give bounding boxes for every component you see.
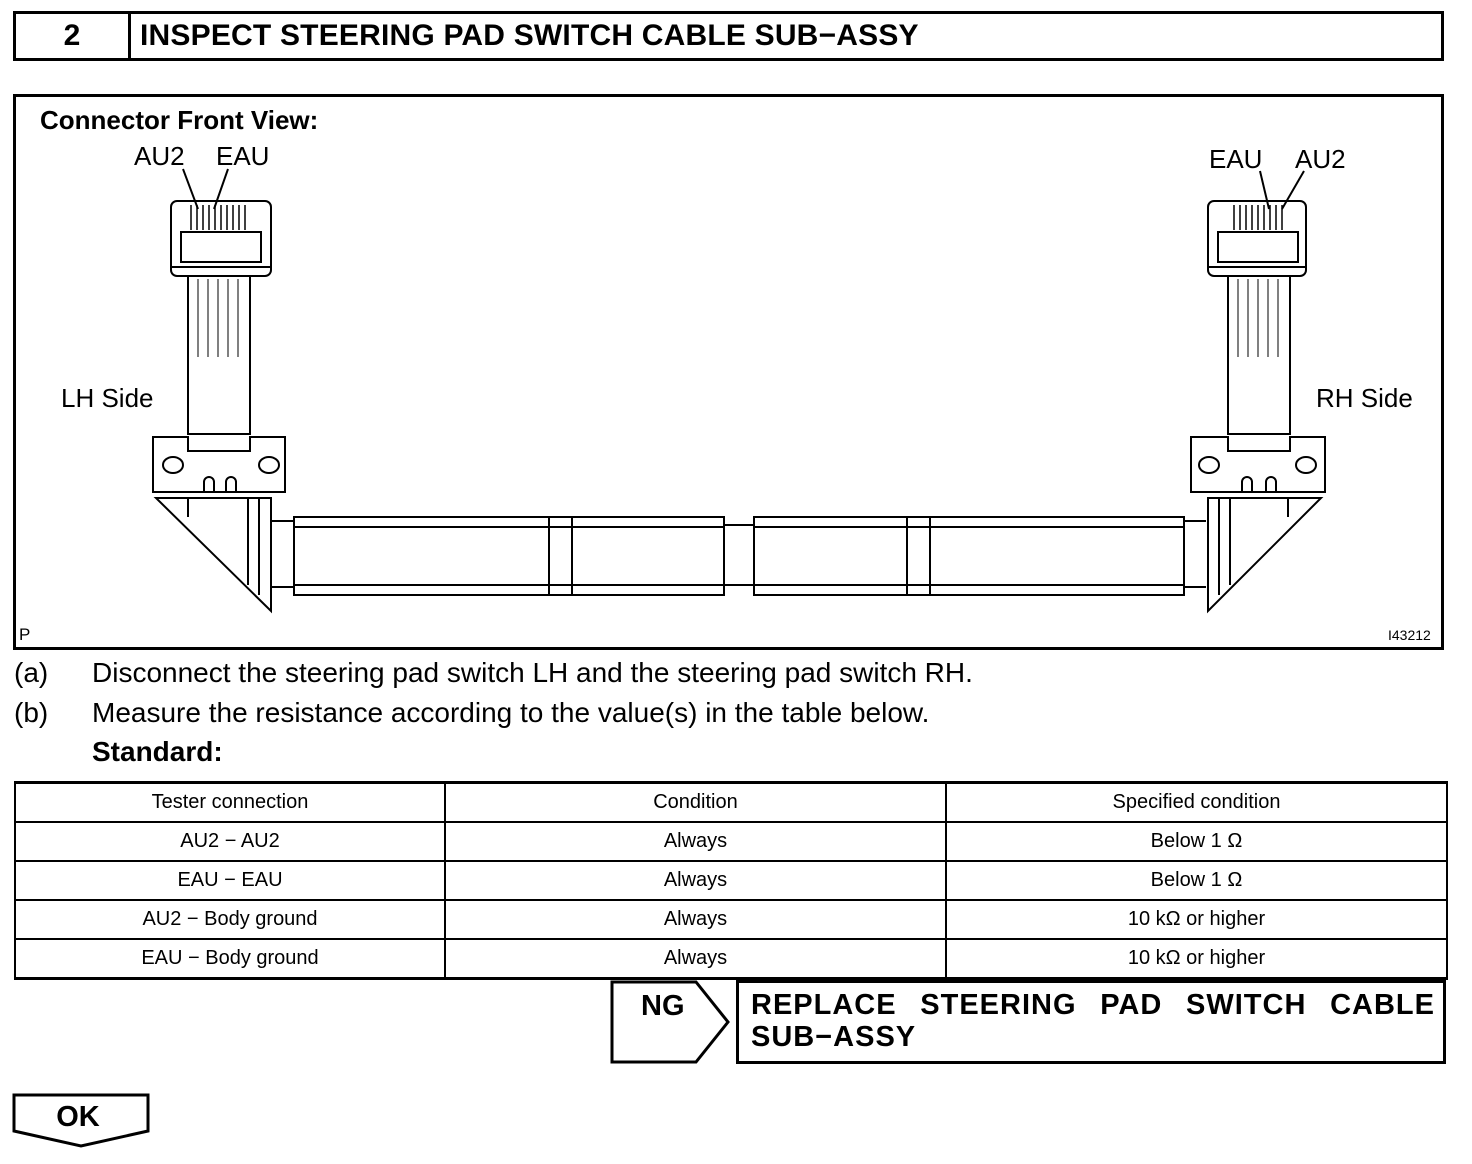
table-header: Tester connection [14,781,446,823]
table-cell: AU2 − AU2 [14,821,446,862]
table-cell: Below 1 Ω [945,860,1448,901]
table-header: Condition [444,781,947,823]
figure-corner-letter: P [19,625,31,644]
cable-diagram [152,168,1326,614]
ng-action-text: REPLACE STEERING PAD SWITCH CABLE SUB−AS… [751,989,1435,1053]
resistance-table: Tester connection Condition Specified co… [14,781,1448,980]
lh-pin-eau: EAU [216,141,270,171]
table-cell: EAU − Body ground [14,938,446,980]
ng-action-box: REPLACE STEERING PAD SWITCH CABLE SUB−AS… [736,980,1446,1064]
table-cell: 10 kΩ or higher [945,899,1448,940]
table-header-row: Tester connection Condition Specified co… [14,781,1448,823]
lh-connector [152,168,286,614]
table-cell: Always [444,860,947,901]
ng-label: NG [641,990,685,1022]
table-row: AU2 − AU2 Always Below 1 Ω [14,821,1448,862]
connector-figure: Connector Front View: AU2 EAU EAU AU2 LH… [13,94,1444,650]
table-cell: 10 kΩ or higher [945,938,1448,980]
rh-pin-au2: AU2 [1295,144,1346,174]
step-title: INSPECT STEERING PAD SWITCH CABLE SUB−AS… [140,19,919,52]
table-cell: Always [444,899,947,940]
lh-pin-au2: AU2 [134,141,185,171]
lh-side-label: LH Side [61,383,154,413]
table-cell: Always [444,821,947,862]
rh-pin-eau: EAU [1209,144,1263,174]
figure-heading: Connector Front View: [40,105,319,135]
rh-connector [1190,170,1326,614]
instruction-b-letter: (b) [14,697,49,728]
rh-side-label: RH Side [1316,383,1413,413]
standard-label: Standard: [92,736,223,767]
figure-code: I43212 [1388,627,1431,643]
table-cell: EAU − EAU [14,860,446,901]
ok-arrow-shape [12,1093,150,1148]
table-row: EAU − Body ground Always 10 kΩ or higher [14,938,1448,980]
table-row: AU2 − Body ground Always 10 kΩ or higher [14,899,1448,940]
ok-arrow-box: OK [12,1093,150,1149]
instruction-b-text: Measure the resistance according to the … [92,697,930,728]
step-number: 2 [16,14,131,58]
table-row: EAU − EAU Always Below 1 Ω [14,860,1448,901]
instruction-a-text: Disconnect the steering pad switch LH an… [92,657,973,688]
ng-arrow-box: NG [610,980,732,1064]
instruction-a-letter: (a) [14,657,49,688]
table-cell: Always [444,938,947,980]
table-header: Specified condition [945,781,1448,823]
ok-label: OK [56,1101,100,1133]
table-cell: Below 1 Ω [945,821,1448,862]
step-header: 2 INSPECT STEERING PAD SWITCH CABLE SUB−… [13,11,1444,61]
ng-arrow-shape [610,980,730,1064]
table-cell: AU2 − Body ground [14,899,446,940]
cable-beam [271,516,1206,596]
